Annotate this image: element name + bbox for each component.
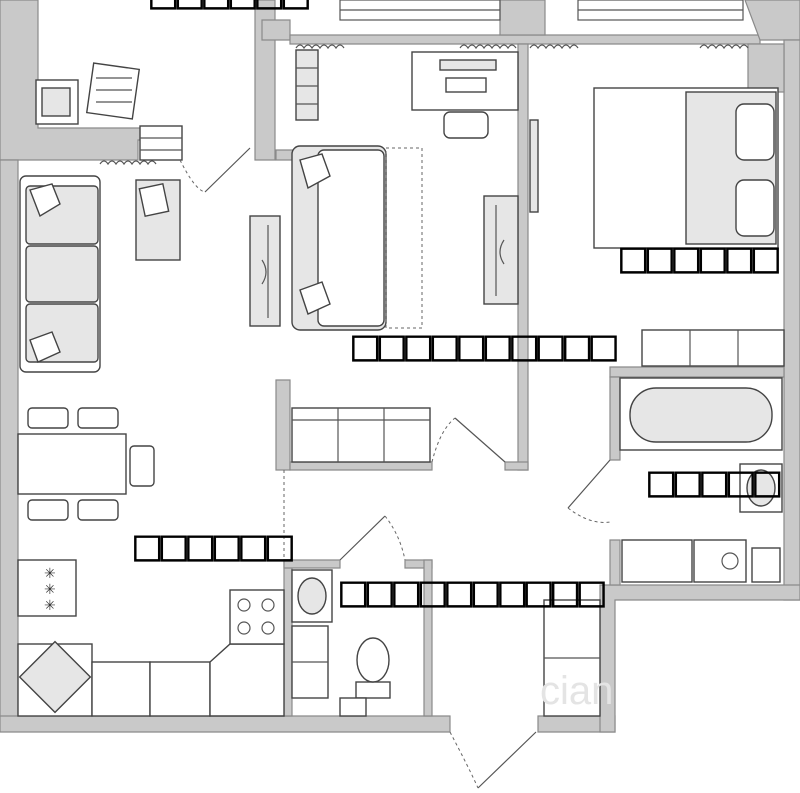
- label-bathroom: □□□□□: [648, 456, 781, 507]
- tv-living: [249, 215, 281, 327]
- bathroom-sink: [739, 463, 783, 513]
- balcony-door[interactable]: [179, 147, 251, 193]
- balcony-furniture: [35, 62, 183, 161]
- watermark: cian: [540, 669, 613, 713]
- bathtub: [619, 377, 783, 451]
- label-room: □□□□□□□□□□: [352, 320, 617, 371]
- bedroom-door-side: [529, 119, 539, 213]
- entrance-door[interactable]: [449, 731, 537, 789]
- label-top-cut: □□□□□□: [150, 0, 309, 19]
- hall-wardrobe: [543, 599, 601, 717]
- room-door[interactable]: [431, 417, 506, 463]
- dining-table: [17, 407, 155, 521]
- wardrobe-room: [291, 407, 431, 463]
- svg-text:✳: ✳: [44, 566, 56, 582]
- kitchen-counter: ✳ ✳ ✳: [17, 559, 285, 717]
- label-kitchen-living: □□□□□□: [134, 520, 293, 571]
- label-bedroom: □□□□□□: [620, 232, 779, 283]
- toilet: [339, 637, 391, 717]
- windows: [99, 0, 749, 166]
- bedroom-dresser: [641, 329, 785, 367]
- wc-sink: [291, 569, 333, 623]
- tv-room: [483, 195, 519, 305]
- walls: [0, 0, 800, 733]
- sofa-room: [291, 145, 423, 331]
- bed: [593, 87, 779, 249]
- bookshelf: [295, 49, 319, 121]
- wc-cabinet: [291, 625, 329, 699]
- wc-door[interactable]: [339, 515, 406, 561]
- bathroom-door[interactable]: [567, 459, 611, 523]
- washing-machine: [621, 539, 781, 583]
- label-hall: □□□□□□□□□□: [340, 566, 605, 617]
- svg-text:✳: ✳: [44, 598, 56, 614]
- svg-text:✳: ✳: [44, 582, 56, 598]
- desk-computer: [411, 51, 519, 139]
- coffee-table-laptop: [135, 179, 181, 261]
- sofa-left: [19, 175, 101, 373]
